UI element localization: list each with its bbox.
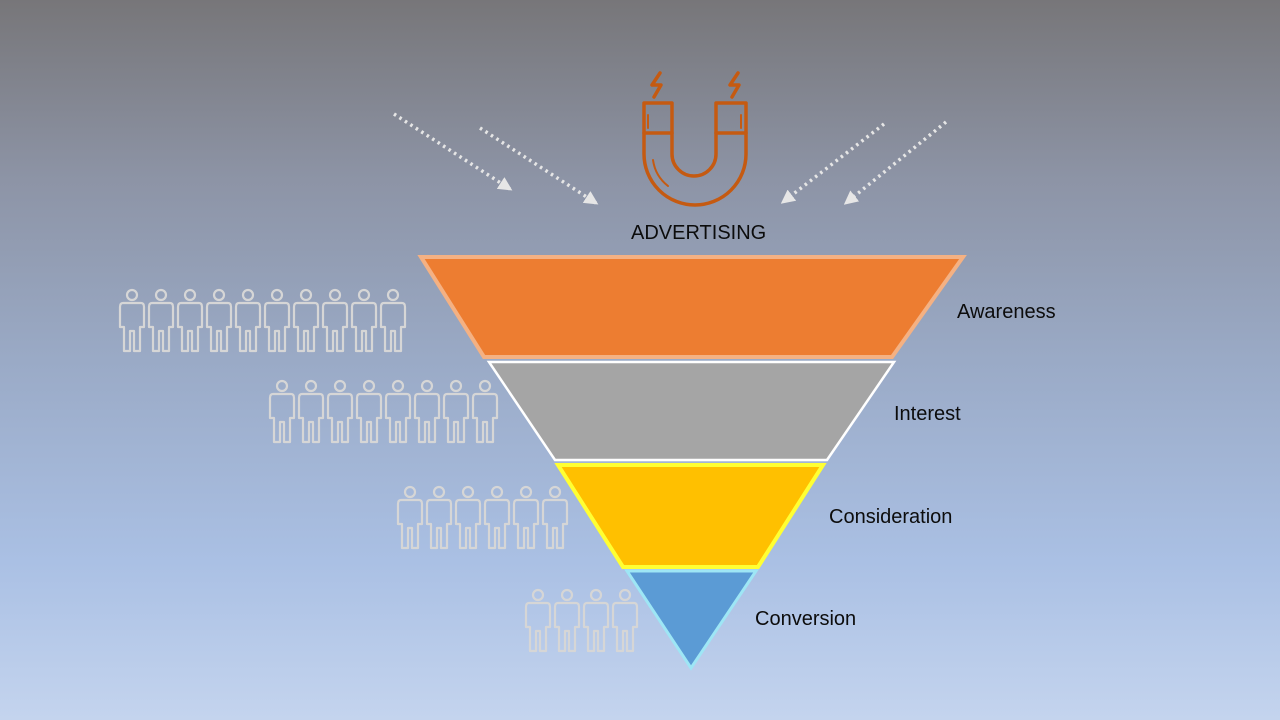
person-icon (442, 379, 470, 444)
person-icon (471, 379, 499, 444)
person-icon (205, 288, 233, 353)
person-icon (118, 288, 146, 353)
person-icon (234, 288, 262, 353)
person-icon (384, 379, 412, 444)
funnel (417, 255, 967, 671)
person-icon (413, 379, 441, 444)
person-icon (582, 588, 610, 653)
person-icon (553, 588, 581, 653)
person-icon (379, 288, 407, 353)
person-icon (454, 485, 482, 550)
person-icon (176, 288, 204, 353)
person-icon (483, 485, 511, 550)
dotted-arrow (479, 126, 599, 205)
attraction-arrows (393, 112, 948, 205)
funnel-layer-conversion (624, 569, 759, 671)
funnel-layer-awareness (417, 255, 967, 359)
person-icon (350, 288, 378, 353)
person-icon (268, 379, 296, 444)
funnel-layer-interest (486, 360, 897, 462)
stage-label-interest: Interest (894, 403, 961, 425)
stage-label-consideration: Consideration (829, 506, 953, 528)
people-rows (118, 288, 639, 653)
person-icon (355, 379, 383, 444)
person-icon (321, 288, 349, 353)
stage-label-awareness: Awareness (957, 301, 1056, 323)
person-icon (326, 379, 354, 444)
person-icon (541, 485, 569, 550)
person-icon (396, 485, 424, 550)
person-icon (425, 485, 453, 550)
person-icon (263, 288, 291, 353)
funnel-layer-consideration (554, 463, 827, 569)
magnet-icon (642, 71, 748, 207)
dotted-arrow (393, 112, 513, 191)
person-icon (611, 588, 639, 653)
person-icon (512, 485, 540, 550)
person-icon (524, 588, 552, 653)
dotted-arrow (843, 120, 948, 205)
person-icon (147, 288, 175, 353)
dotted-arrow (780, 122, 886, 204)
stage-label-conversion: Conversion (755, 608, 857, 630)
person-icon (292, 288, 320, 353)
person-icon (297, 379, 325, 444)
diagram-title: ADVERTISING (631, 222, 767, 244)
